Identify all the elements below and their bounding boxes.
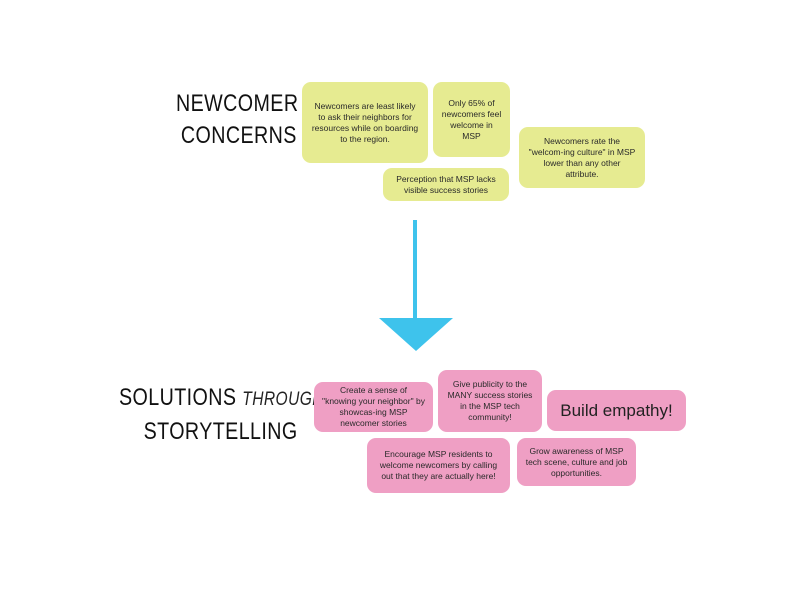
concern-note-success-stories-text: Perception that MSP lacks visible succes… — [396, 173, 496, 195]
concern-note-success-stories: Perception that MSP lacks visible succes… — [383, 168, 509, 201]
concern-note-welcome-percent: Only 65% of newcomers feel welcome in MS… — [433, 82, 510, 157]
concerns-heading: NEWCOMER CONCERNS — [176, 88, 298, 152]
concern-note-neighbors-text: Newcomers are least likely to ask their … — [311, 100, 419, 144]
concern-note-welcome-percent-text: Only 65% of newcomers feel welcome in MS… — [441, 97, 502, 141]
down-arrow-head — [379, 318, 453, 351]
solutions-heading-word2: THROUGH — [242, 389, 324, 410]
solution-note-empathy: Build empathy! — [547, 390, 686, 431]
solution-note-grow-awareness: Grow awareness of MSP tech scene, cultur… — [517, 438, 636, 486]
solution-note-knowing-neighbor-text: Create a sense of "knowing your neighbor… — [322, 385, 425, 428]
solutions-heading-line2: STORYTELLING — [143, 418, 298, 445]
solution-note-empathy-text: Build empathy! — [560, 400, 673, 420]
solutions-heading-line1: SOLUTIONS THROUGH — [119, 382, 324, 416]
solution-note-knowing-neighbor: Create a sense of "knowing your neighbor… — [314, 382, 433, 432]
solutions-heading: SOLUTIONS THROUGH STORYTELLING — [119, 382, 324, 448]
solution-note-publicity: Give publicity to the MANY success stori… — [438, 370, 542, 432]
concern-note-neighbors: Newcomers are least likely to ask their … — [302, 82, 428, 163]
down-arrow-shaft — [413, 220, 417, 322]
concerns-heading-line1: NEWCOMER — [176, 90, 299, 117]
solution-note-encourage-residents: Encourage MSP residents to welcome newco… — [367, 438, 510, 493]
solution-note-publicity-text: Give publicity to the MANY success stori… — [447, 379, 533, 422]
concern-note-welcoming-culture: Newcomers rate the "welcom-ing culture" … — [519, 127, 645, 188]
solutions-heading-word1: SOLUTIONS — [119, 384, 237, 411]
solution-note-encourage-residents-text: Encourage MSP residents to welcome newco… — [379, 449, 498, 481]
concern-note-welcoming-culture-text: Newcomers rate the "welcom-ing culture" … — [528, 135, 636, 179]
concerns-heading-line2: CONCERNS — [180, 122, 297, 149]
solution-note-grow-awareness-text: Grow awareness of MSP tech scene, cultur… — [525, 445, 628, 478]
